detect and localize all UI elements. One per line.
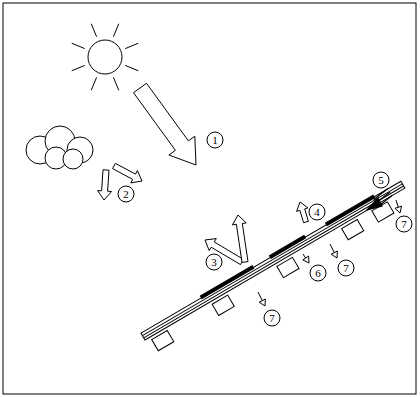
hatched-arrow — [367, 189, 392, 210]
cloud — [26, 126, 93, 169]
loss-arrow — [258, 292, 262, 301]
radiation-arrow — [113, 163, 142, 183]
callout-circle — [309, 204, 325, 220]
callout-circle — [118, 186, 134, 202]
radiation-arrow — [297, 202, 309, 223]
callout-circle — [310, 265, 326, 281]
solar-panel — [140, 180, 413, 354]
loss-arrowhead — [395, 206, 402, 213]
radiation-arrow — [232, 215, 248, 262]
radiation-arrow — [98, 170, 112, 200]
callout-number: 3 — [206, 254, 222, 270]
callout-number: 6 — [310, 265, 326, 281]
loss-arrowhead — [259, 299, 265, 306]
sun — [72, 24, 139, 91]
callout-number: 7 — [396, 216, 412, 232]
callout-circle — [338, 260, 354, 276]
loss-arrow — [303, 254, 306, 258]
loss-arrowhead — [331, 251, 337, 258]
callout-circle — [396, 216, 412, 232]
loss-arrowhead — [303, 256, 309, 263]
loss-arrow — [330, 244, 334, 253]
callout-circle — [206, 254, 222, 270]
callout-circle — [373, 172, 389, 188]
callout-number: 4 — [309, 204, 325, 220]
callout-circle — [264, 310, 280, 326]
loss-arrow — [396, 200, 398, 207]
callout-number: 5 — [373, 172, 389, 188]
radiation-arrows — [98, 83, 402, 306]
radiation-arrow — [134, 83, 197, 165]
callout-number: 7 — [338, 260, 354, 276]
frame — [3, 3, 416, 394]
callout-number: 2 — [118, 186, 134, 202]
callout-circle — [207, 132, 223, 148]
callout-circles — [118, 132, 412, 326]
callout-number: 7 — [264, 310, 280, 326]
callout-number: 1 — [207, 132, 223, 148]
